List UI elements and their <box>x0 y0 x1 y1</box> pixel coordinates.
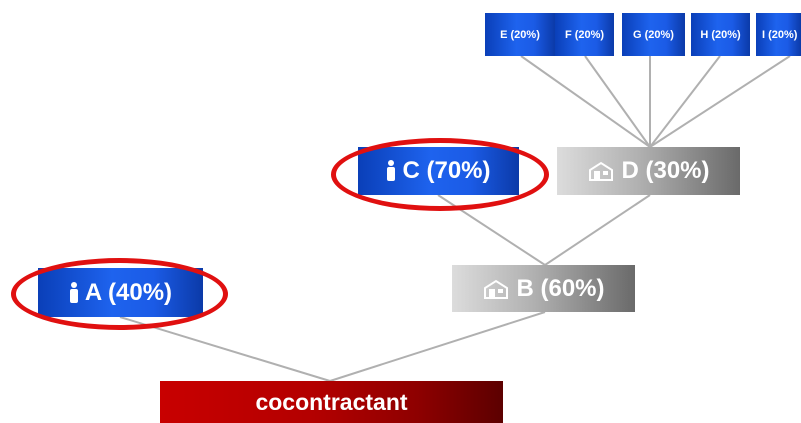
link-d-b <box>544 194 651 266</box>
node-e-label: E (20%) <box>500 28 540 41</box>
node-h: H (20%) <box>691 13 750 56</box>
node-d: D (30%) <box>557 147 740 195</box>
highlight-ring-c <box>331 138 549 211</box>
link-b-root <box>329 311 546 382</box>
node-h-label: H (20%) <box>700 28 741 41</box>
node-root: cocontractant <box>160 381 503 423</box>
link-i-d <box>649 55 791 148</box>
node-f: F (20%) <box>555 13 614 56</box>
node-root-label: cocontractant <box>255 388 408 415</box>
link-f-d <box>584 55 651 148</box>
highlight-ring-a <box>11 258 228 330</box>
company-icon <box>482 278 510 300</box>
node-b-label: B (60%) <box>516 274 605 302</box>
node-d-label: D (30%) <box>621 157 710 184</box>
link-e-d <box>520 55 651 148</box>
node-i-label: I (20%) <box>762 28 798 41</box>
node-g: G (20%) <box>622 13 685 56</box>
company-icon <box>587 160 615 182</box>
link-h-d <box>649 55 721 148</box>
node-i: I (20%) <box>756 13 801 56</box>
node-f-label: F (20%) <box>564 28 605 41</box>
node-b: B (60%) <box>452 265 635 312</box>
node-g-label: G (20%) <box>633 28 674 41</box>
node-e: E (20%) <box>485 13 555 56</box>
